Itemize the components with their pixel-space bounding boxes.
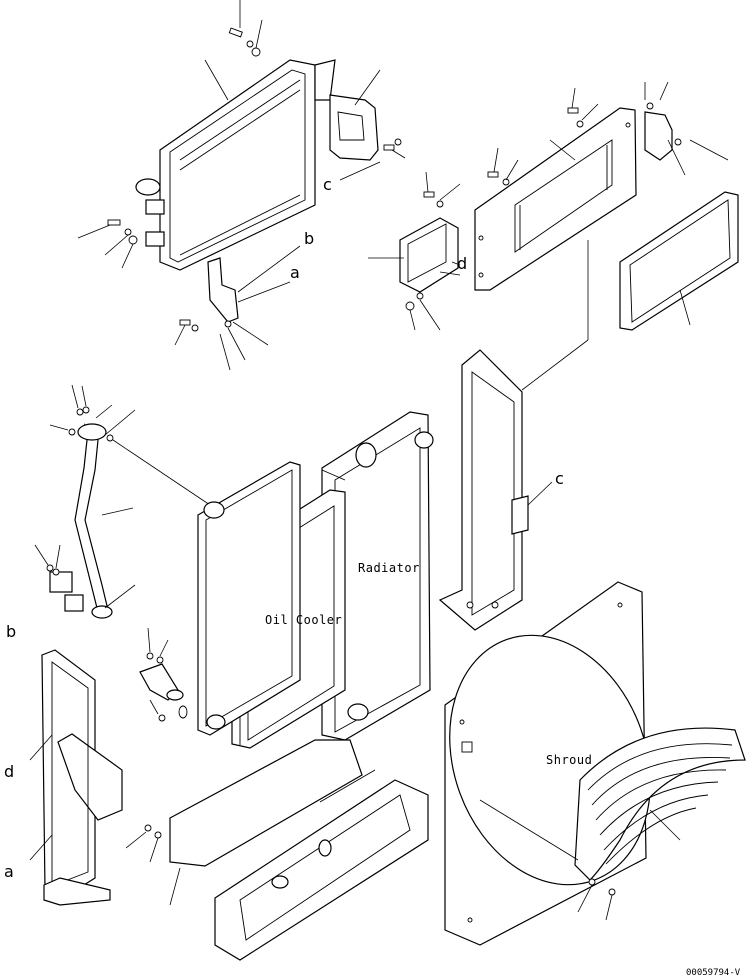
callout-a-left: a xyxy=(4,862,14,881)
upper-right-bolts xyxy=(405,81,682,331)
callout-d-left: d xyxy=(4,762,14,781)
callout-c-mid: c xyxy=(555,469,564,488)
tube-hardware xyxy=(34,384,211,576)
lower-frame-member xyxy=(214,769,429,961)
callout-d-mid: d xyxy=(457,254,467,273)
drawing-code: 00059794-V xyxy=(686,968,741,978)
fan-guard xyxy=(479,727,746,921)
aftercooler-side-core xyxy=(197,461,301,736)
radiator-label: Radiator xyxy=(358,561,420,575)
right-vertical-support xyxy=(438,240,589,631)
mid-mount-bracket xyxy=(368,217,461,293)
callout-b-left: b xyxy=(6,622,16,641)
aftercooler-lower-bracket xyxy=(207,245,301,323)
aftercooler-core xyxy=(135,59,336,271)
radiator-upper-frame xyxy=(474,107,637,291)
shroud-label: Shroud xyxy=(546,753,592,767)
left-vertical-support xyxy=(29,649,123,906)
base-under-cover xyxy=(125,739,363,906)
oil-cooler-elbow-fitting xyxy=(139,627,188,722)
aftercooler-bracket-c xyxy=(329,69,381,181)
callout-b-top: b xyxy=(304,229,314,248)
callout-a-top: a xyxy=(290,263,300,282)
aftercooler-bolts xyxy=(77,0,406,371)
oil-cooler-tube-assembly xyxy=(49,423,136,619)
oil-cooler-label: Oil Cooler xyxy=(265,613,342,627)
frame-corner-bracket xyxy=(644,111,729,176)
dust-screen-panel xyxy=(619,191,739,331)
callout-c-top: c xyxy=(323,175,332,194)
